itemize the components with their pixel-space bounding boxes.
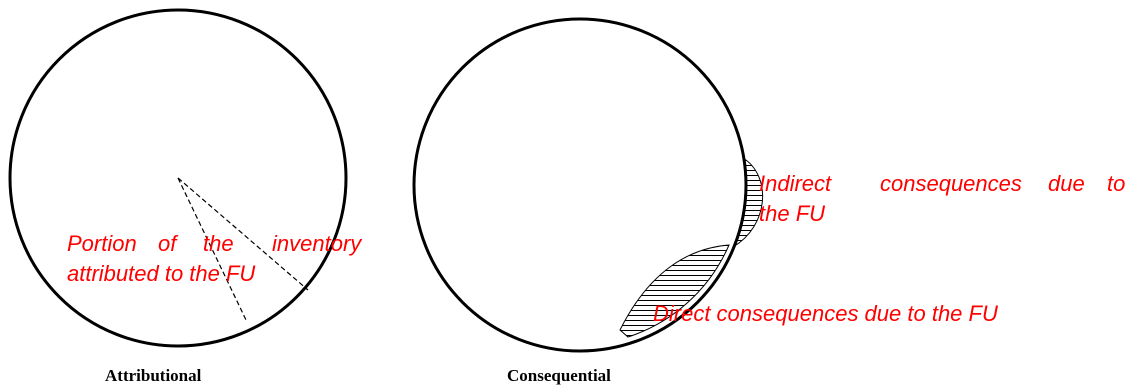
portion-label-word: Portion (67, 231, 137, 256)
portion-label-line2: attributed to the FU (67, 261, 255, 286)
direct-label: Direct consequences due to the FU (653, 301, 998, 326)
portion-label-word: the (203, 231, 234, 256)
indirect-hatched-region (731, 156, 764, 249)
indirect-label: Indirect consequences due to the FU (759, 171, 1125, 226)
direct-hatched-region (619, 244, 730, 338)
portion-label: Portion of the inventory attributed to t… (67, 231, 363, 286)
portion-label-word: of (158, 231, 179, 256)
consequential-panel: Indirect consequences due to the FU Dire… (412, 17, 1125, 385)
portion-line-lower (177, 177, 248, 323)
attributional-caption: Attributional (105, 366, 202, 385)
indirect-label-line2: the FU (759, 201, 825, 226)
indirect-label-word: to (1107, 171, 1125, 196)
indirect-label-word: consequences (880, 171, 1022, 196)
indirect-label-word: Indirect (759, 171, 832, 196)
consequential-caption: Consequential (507, 366, 611, 385)
attributional-circle (8, 8, 348, 348)
portion-label-word: inventory (272, 231, 363, 256)
portion-line-upper (177, 177, 309, 291)
indirect-label-word: due (1048, 171, 1085, 196)
attributional-panel: Portion of the inventory attributed to t… (8, 8, 363, 385)
